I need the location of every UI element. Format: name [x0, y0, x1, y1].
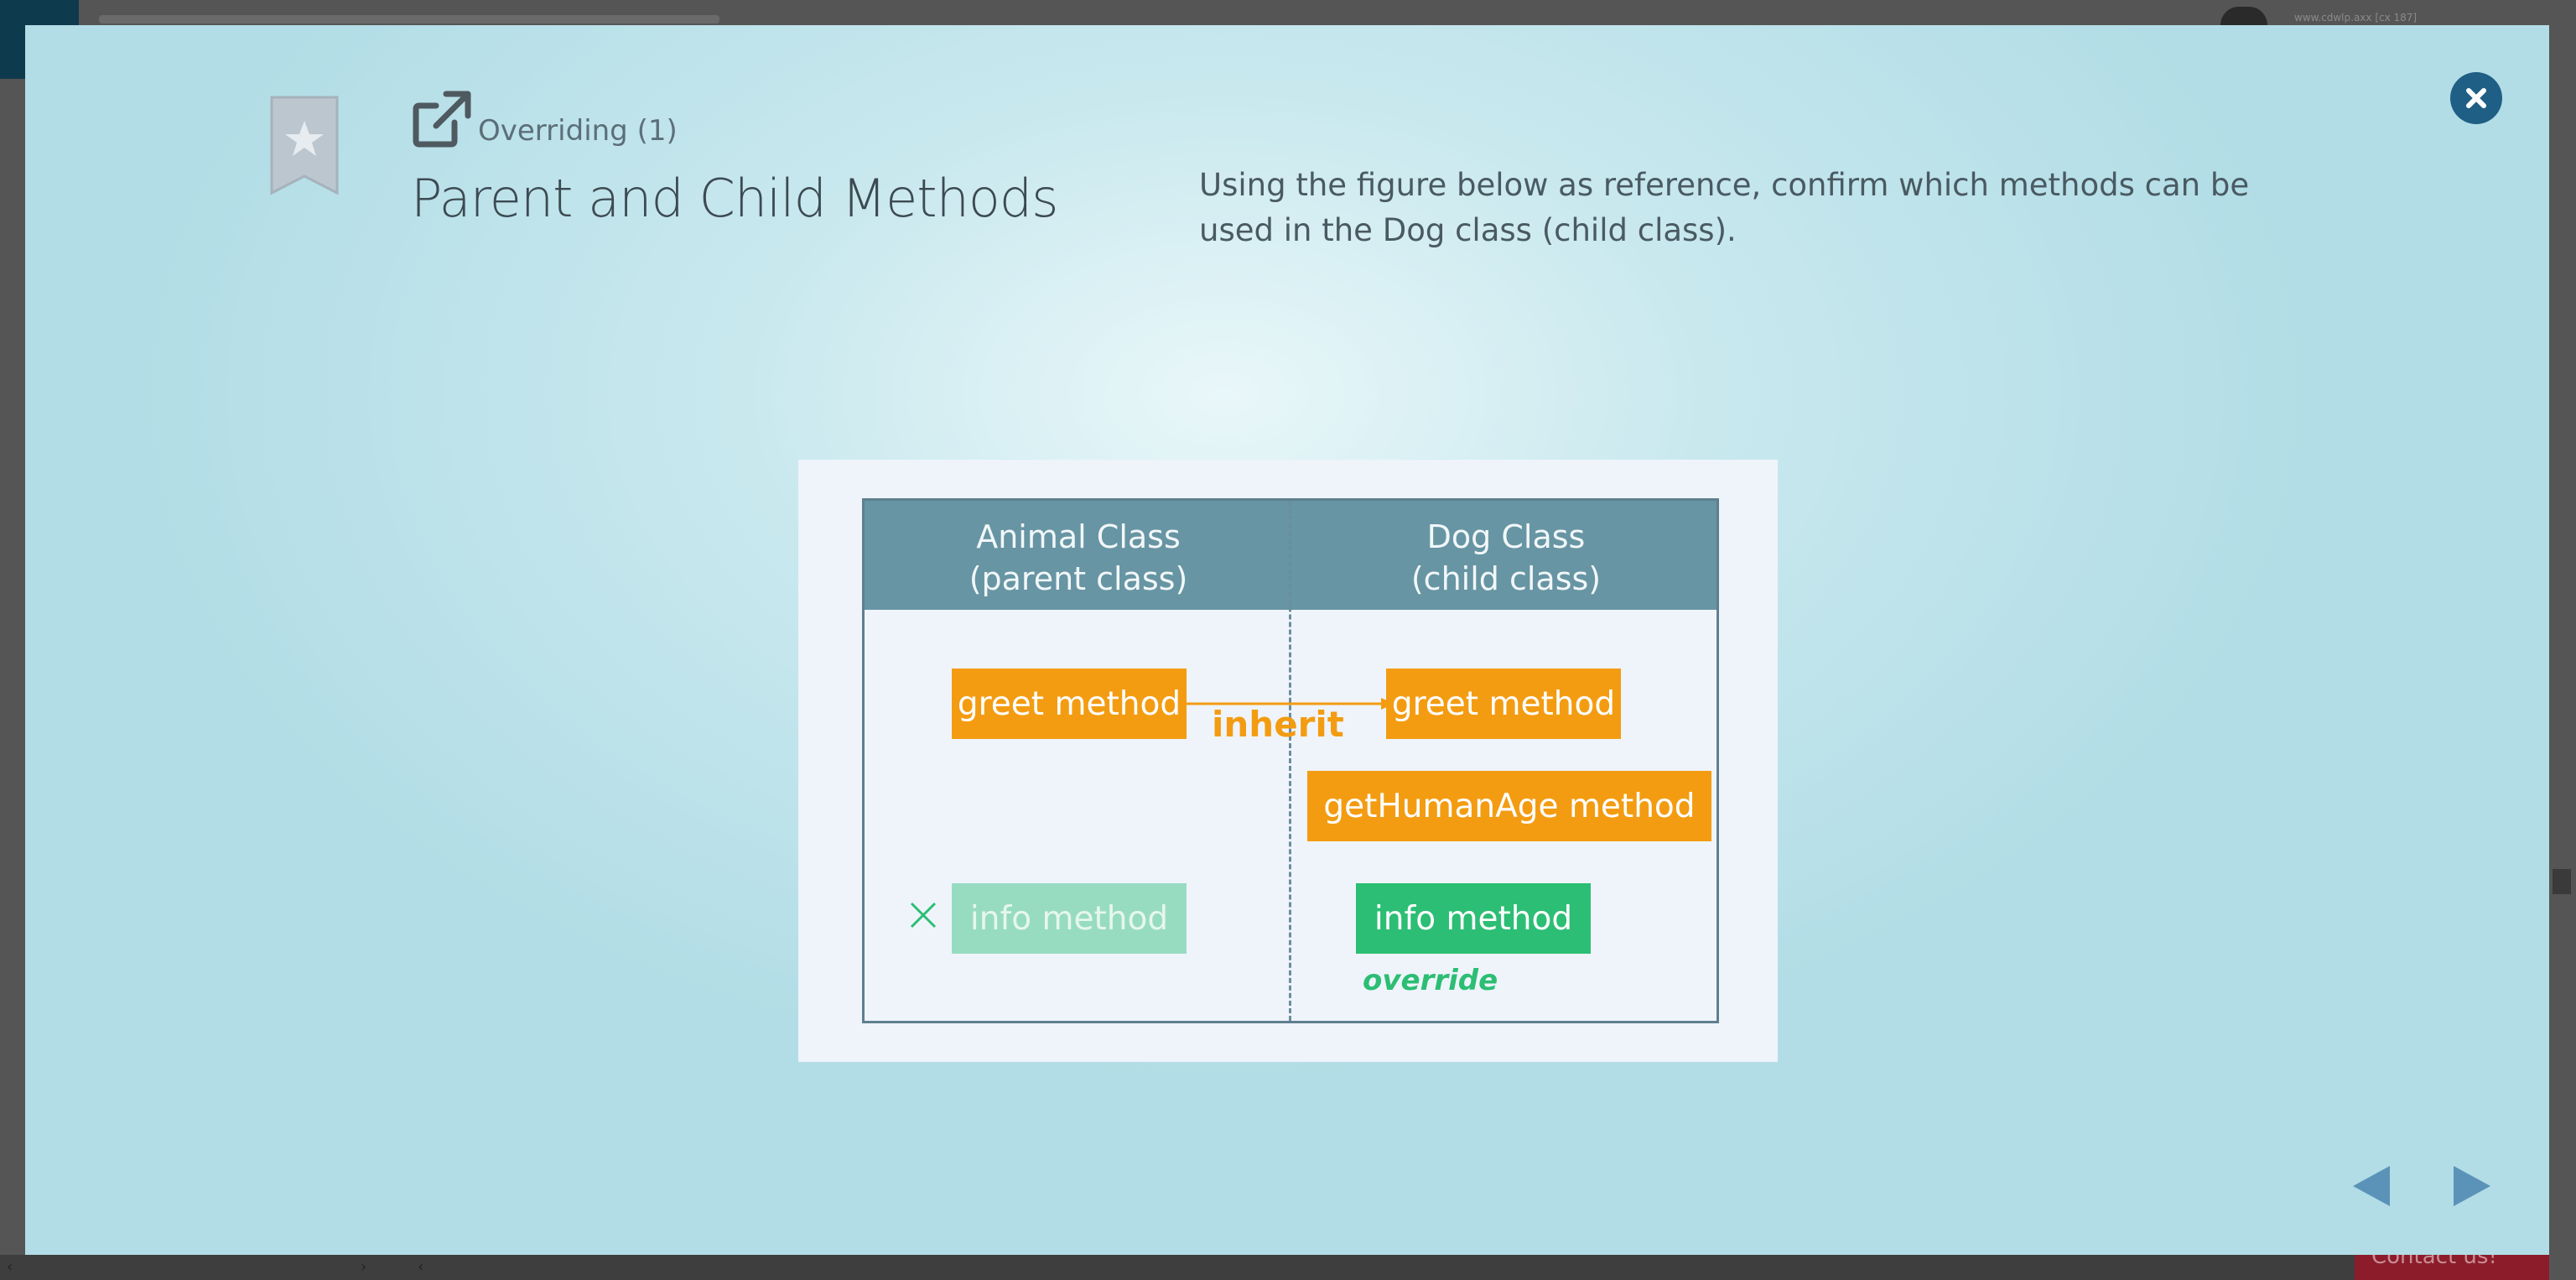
override-label: override — [1363, 964, 1498, 997]
background-arrow-right-icon: › — [361, 1258, 367, 1276]
inherit-label: inherit — [1212, 704, 1344, 745]
instructions-text: Using the figure below as reference, con… — [1199, 167, 2250, 248]
parent-greet-method: greet method — [952, 669, 1187, 739]
inheritance-figure: Animal Class (parent class) Dog Class (c… — [798, 460, 1778, 1062]
background-bottom-bar — [0, 1255, 2549, 1280]
close-button[interactable] — [2450, 72, 2502, 124]
child-class-caption: (child class) — [1410, 560, 1602, 597]
cross-icon — [910, 902, 937, 929]
parent-info-method: info method — [952, 883, 1187, 954]
child-class-name: Dog Class — [1426, 518, 1586, 555]
background-arrow-left-icon: ‹ — [7, 1258, 13, 1276]
background-arrow-left-icon: ‹ — [418, 1258, 424, 1276]
parent-class-caption: (parent class) — [969, 560, 1188, 597]
parent-class-header: Animal Class (parent class) — [865, 516, 1292, 600]
lesson-label: Overriding (1) — [478, 114, 678, 148]
page-title: Parent and Child Methods — [411, 168, 1058, 229]
class-diagram: Animal Class (parent class) Dog Class (c… — [862, 498, 1719, 1023]
external-link-icon[interactable] — [411, 89, 473, 151]
lesson-modal: Overriding (1) Parent and Child Methods … — [25, 25, 2549, 1255]
background-url-text: www.cdwlp.axx [cx 187] — [2294, 12, 2418, 23]
arrow-right-icon[interactable] — [2450, 1163, 2494, 1210]
arrow-left-icon[interactable] — [2350, 1163, 2393, 1210]
background-avatar — [2220, 7, 2267, 25]
background-search-bar — [99, 15, 719, 23]
child-class-header: Dog Class (child class) — [1292, 516, 1720, 600]
parent-class-name: Animal Class — [976, 518, 1181, 555]
close-icon — [2466, 88, 2486, 108]
child-gethumanage-method: getHumanAge method — [1307, 771, 1711, 841]
bookmark-star-icon[interactable] — [268, 96, 340, 198]
child-info-method: info method — [1356, 883, 1591, 954]
background-scrollbar — [2553, 869, 2571, 894]
class-divider — [1289, 501, 1291, 1021]
child-greet-method: greet method — [1386, 669, 1621, 739]
